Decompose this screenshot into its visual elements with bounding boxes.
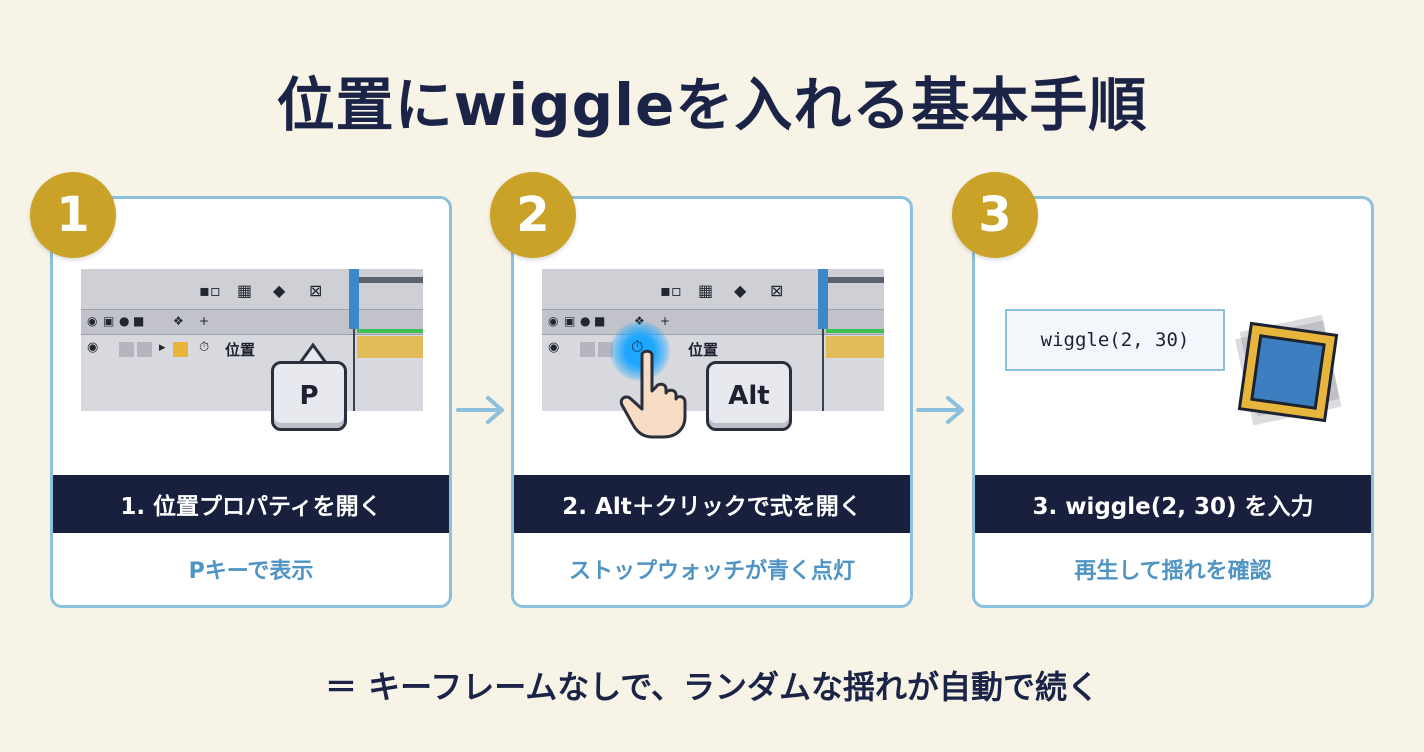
timeline-divider <box>822 269 824 411</box>
timeline-toolbar: ▪▫ ▦ ◆ ⊠ <box>542 269 884 309</box>
lock-icon: ■ <box>594 314 606 328</box>
solo-icon: ● <box>580 314 591 328</box>
property-color-swatch <box>173 342 188 357</box>
layer-header-row: ◉ ▣ ● ■ ❖ + <box>81 309 423 335</box>
audio-icon: ▣ <box>564 314 576 328</box>
lock-icon: ■ <box>133 314 145 328</box>
step-2-card: ▪▫ ▦ ◆ ⊠ ◉ ▣ ● ■ ❖ + ◉ 位置 ⏱ Alt 2. Alt＋ク… <box>511 196 913 608</box>
page-title: 位置にwiggleを入れる基本手順 <box>276 71 1148 139</box>
step-3-subtitle: 再生して揺れを確認 <box>1074 559 1272 584</box>
p-key: P <box>271 361 347 431</box>
step-1-subtitle: Pキーで表示 <box>188 559 314 584</box>
step-2-title: 2. Alt＋クリックで式を開く <box>514 475 910 533</box>
step-3-card: wiggle(2, 30) 3. wiggle(2, 30) を入力 再生して揺… <box>972 196 1374 608</box>
stopwatch-icon[interactable]: ⏱ <box>199 340 210 355</box>
step-2-badge: 2 <box>490 172 576 258</box>
stopwatch-glow <box>610 321 670 381</box>
graph-icon: ▪▫ <box>660 281 682 300</box>
step-1-card: ▪▫ ▦ ◆ ⊠ ◉ ▣ ● ■ ❖ + ◉ ▸ ⏱ 位置 P 1 <box>50 196 452 608</box>
toggle-box <box>580 342 595 357</box>
work-area-bar <box>355 277 423 283</box>
eye-icon: ◉ <box>87 314 98 328</box>
clapper-icon: ⊠ <box>770 281 784 300</box>
alt-key: Alt <box>706 361 792 431</box>
arrow-right-icon <box>916 396 964 424</box>
audio-icon: ▣ <box>103 314 115 328</box>
layer-duration-bar <box>357 329 423 333</box>
timeline-screenshot: ▪▫ ▦ ◆ ⊠ ◉ ▣ ● ■ ❖ + ◉ ▸ ⏱ 位置 <box>81 269 423 411</box>
stopwatch-icon[interactable]: ⏱ <box>631 337 644 356</box>
timeline-screenshot: ▪▫ ▦ ◆ ⊠ ◉ ▣ ● ■ ❖ + ◉ 位置 ⏱ <box>542 269 884 411</box>
eye-icon: ◉ <box>548 314 559 328</box>
solo-icon: ● <box>119 314 130 328</box>
plus-icon: + <box>199 314 210 328</box>
timeline-toolbar: ▪▫ ▦ ◆ ⊠ <box>81 269 423 309</box>
clapper-icon: ⊠ <box>309 281 323 300</box>
playhead[interactable] <box>818 269 828 329</box>
twirl-icon: ▸ <box>159 340 166 355</box>
summary-text: ＝ キーフレームなしで、ランダムな揺れが自動で続く <box>324 668 1100 706</box>
step-3-title: 3. wiggle(2, 30) を入力 <box>975 475 1371 533</box>
toggle-box <box>598 342 613 357</box>
eye-icon: ◉ <box>548 340 560 355</box>
step-1-badge: 1 <box>30 172 116 258</box>
playhead[interactable] <box>349 269 359 329</box>
jiggling-square-icon <box>1235 314 1342 426</box>
eraser-icon: ◆ <box>273 281 286 300</box>
eye-icon: ◉ <box>87 340 99 355</box>
label-icon: ❖ <box>173 314 184 328</box>
keyframe-track <box>357 336 423 358</box>
expression-code-box[interactable]: wiggle(2, 30) <box>1005 309 1225 371</box>
layer-duration-bar <box>826 329 884 333</box>
step-3-badge: 3 <box>952 172 1038 258</box>
work-area-bar <box>824 277 884 283</box>
property-label: 位置 <box>225 341 256 359</box>
eraser-icon: ◆ <box>734 281 747 300</box>
film-icon: ▦ <box>698 281 714 300</box>
plus-icon: + <box>660 314 671 328</box>
toggle-box <box>119 342 134 357</box>
timeline-divider <box>353 269 355 411</box>
step-2-subtitle: ストップウォッチが青く点灯 <box>568 559 855 584</box>
arrow-right-icon <box>456 396 504 424</box>
hand-pointer-icon <box>619 349 687 439</box>
graph-icon: ▪▫ <box>199 281 221 300</box>
step-1-title: 1. 位置プロパティを開く <box>53 475 449 533</box>
toggle-box <box>137 342 152 357</box>
property-label: 位置 <box>688 341 719 359</box>
film-icon: ▦ <box>237 281 253 300</box>
keyframe-track <box>826 336 884 358</box>
